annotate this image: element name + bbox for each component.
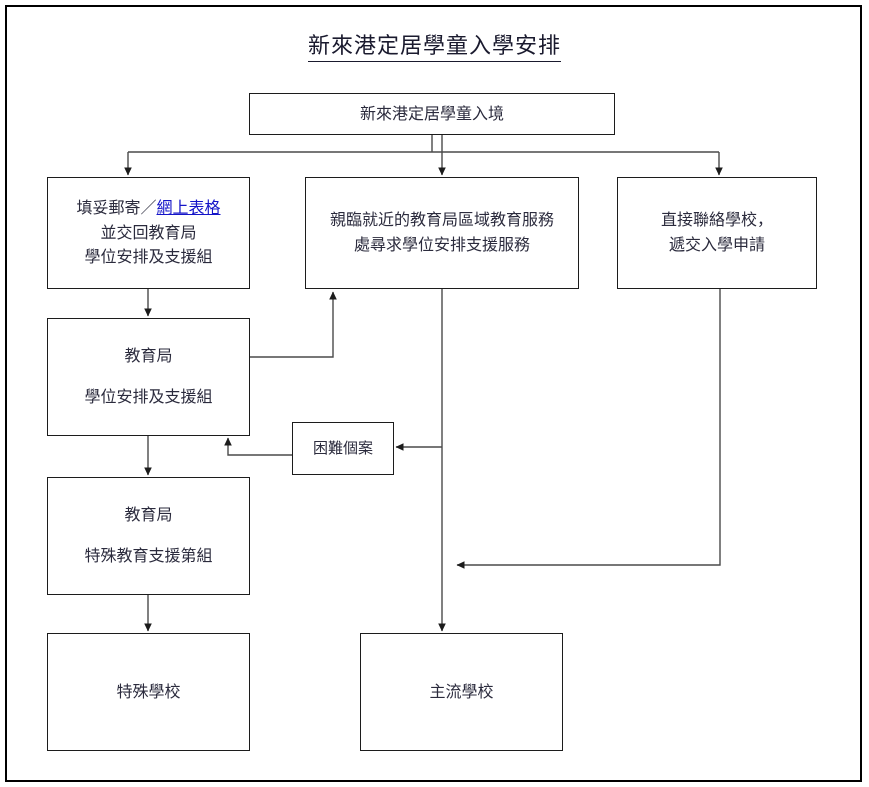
node-visit-regional-office[interactable]: 親臨就近的教育局區域教育服務 處尋求學位安排支援服務 <box>305 177 579 289</box>
node-difficult-case-label: 困難個案 <box>312 438 373 457</box>
node-edb-sen-line1: 教育局 <box>124 505 173 525</box>
node-mainstream-school-label: 主流學校 <box>429 681 494 701</box>
node-special-school-label: 特殊學校 <box>116 681 181 701</box>
node-entry-label: 新來港定居學童入境 <box>359 103 504 123</box>
node-form-line3: 學位安排及支援組 <box>84 247 213 267</box>
node-edb-sen-line2: 特殊教育支援第組 <box>84 546 213 565</box>
node-mainstream-school[interactable]: 主流學校 <box>360 633 563 751</box>
node-edb-placement-line1: 教育局 <box>124 346 173 366</box>
node-edb-placement-section[interactable]: 教育局 學位安排及支援組 <box>47 318 250 436</box>
node-form-line2: 並交回教育局 <box>100 222 197 242</box>
node-form-line1-prefix: 填妥郵寄／ <box>76 197 157 217</box>
node-edb-sen-section[interactable]: 教育局 特殊教育支援第組 <box>47 477 250 595</box>
node-difficult-case[interactable]: 困難個案 <box>292 422 394 475</box>
node-contact-school[interactable]: 直接聯絡學校， 遞交入學申請 <box>617 177 817 289</box>
page-title: 新來港定居學童入學安排 <box>0 28 869 62</box>
node-contact-school-line2: 遞交入學申請 <box>668 235 765 254</box>
node-form-submission[interactable]: 填妥郵寄／網上表格 並交回教育局 學位安排及支援組 <box>47 177 250 289</box>
node-visit-line1: 親臨就近的教育局區域教育服務 <box>329 210 554 230</box>
node-visit-line2: 處尋求學位安排支援服務 <box>353 235 530 254</box>
node-contact-school-line1: 直接聯絡學校， <box>660 210 773 230</box>
page-title-text: 新來港定居學童入學安排 <box>307 34 561 62</box>
node-form-line1: 填妥郵寄／網上表格 <box>76 196 220 221</box>
node-edb-placement-line2: 學位安排及支援組 <box>84 387 213 406</box>
online-form-link[interactable]: 網上表格 <box>156 197 221 217</box>
node-entry[interactable]: 新來港定居學童入境 <box>249 93 615 135</box>
node-special-school[interactable]: 特殊學校 <box>47 633 250 751</box>
